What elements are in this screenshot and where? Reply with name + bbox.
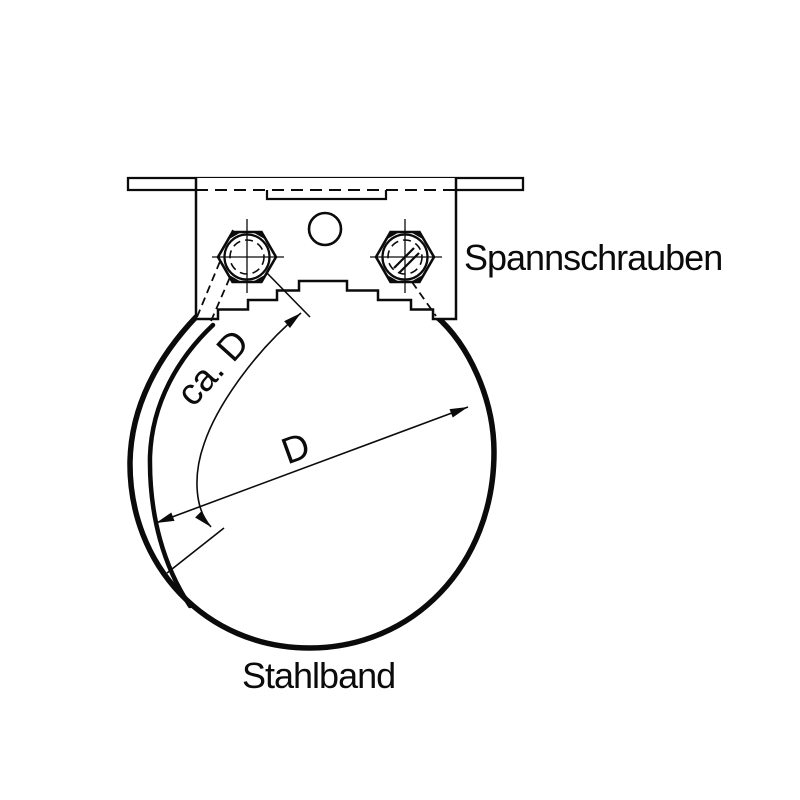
steel-band-label: Stahlband [242, 655, 395, 696]
right-chamfer-br [410, 274, 424, 282]
center-hole [307, 211, 343, 247]
plate-hidden-edge-group [196, 189, 457, 201]
diameter-arrow-left [156, 512, 175, 523]
diameter-dimension: D [155, 406, 469, 524]
left-chamfer-tl [228, 232, 242, 240]
diameter-line [155, 406, 469, 524]
hidden-line-left-2 [210, 237, 248, 322]
extension-line-bottom [166, 527, 225, 574]
left-chamfer-tr [252, 232, 266, 240]
right-chamfer-bl [386, 274, 400, 282]
bracket-stepped-outline [194, 178, 458, 321]
tension-screws-label: Spannschrauben [464, 237, 722, 278]
right-chamfer-tr [410, 232, 424, 240]
diameter-arrow-right [449, 407, 468, 418]
clamp-bracket [194, 178, 458, 321]
plate-tab [265, 190, 388, 201]
extension-line-top [265, 271, 311, 318]
curved-dimension-line [196, 312, 302, 528]
left-chamfer-bl [228, 274, 242, 282]
curved-arrow-bottom [195, 511, 211, 527]
right-slot-mark-2 [398, 252, 420, 274]
band-outer-edge [127, 313, 497, 651]
left-tension-screw [212, 219, 284, 293]
band-overlap-edge [147, 322, 216, 609]
right-tension-screw [370, 219, 442, 293]
right-slot-mark-1 [393, 247, 415, 269]
hidden-line-right [411, 281, 437, 317]
steel-band [127, 313, 497, 651]
diameter-label: D [276, 424, 315, 472]
right-chamfer-tl [386, 232, 400, 240]
left-chamfer-br [252, 274, 266, 282]
approx-diameter-dimension: ca. D [166, 271, 311, 574]
curved-arrow-top [284, 313, 301, 328]
